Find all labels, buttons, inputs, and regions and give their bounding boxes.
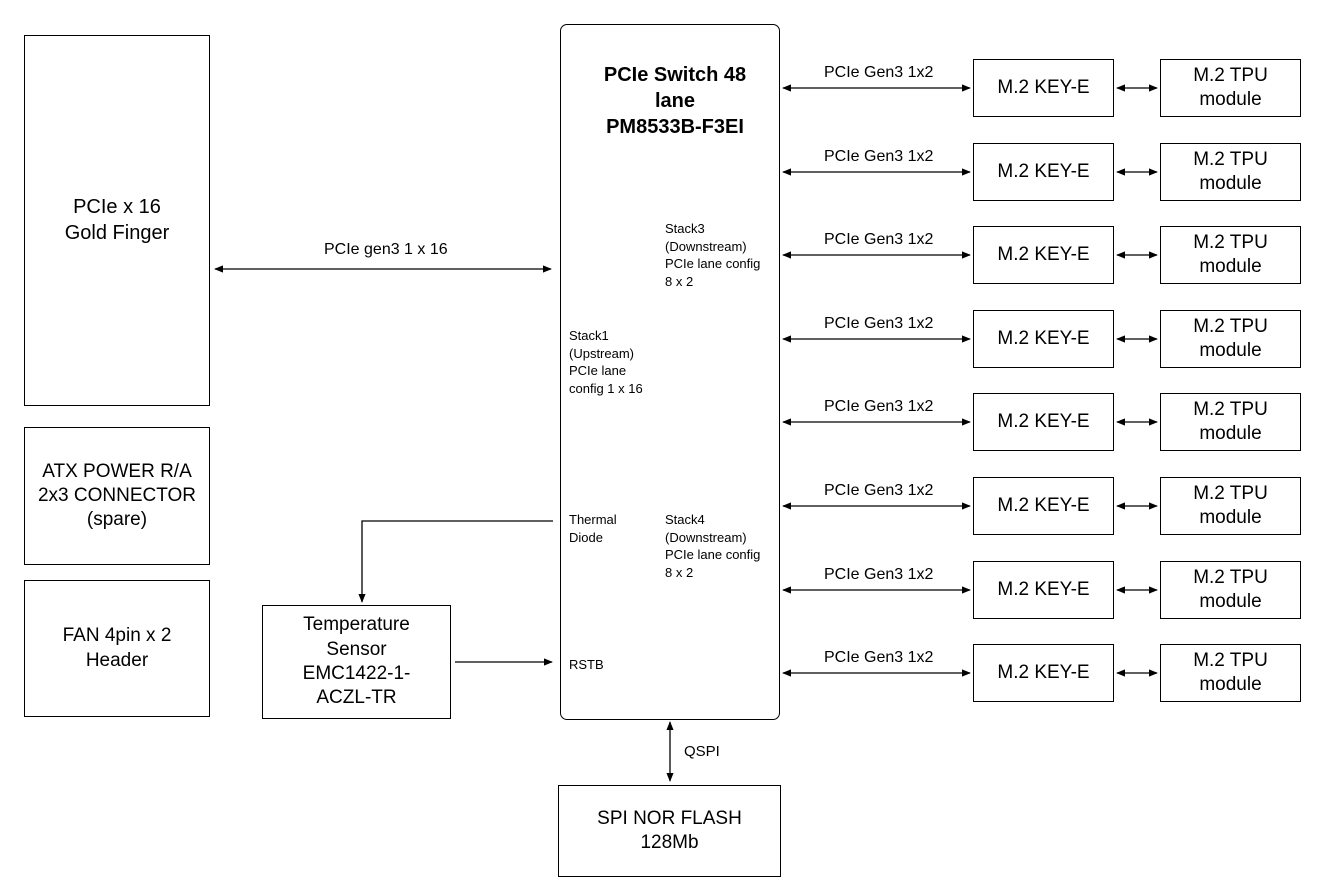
temperature-sensor-label: Temperature Sensor EMC1422-1- ACZL-TR	[302, 614, 411, 709]
m2-key-e-label: M.2 KEY-E	[997, 161, 1090, 182]
m2-key-e-slot: M.2 KEY-E	[973, 59, 1114, 117]
m2-key-e-label: M.2 KEY-E	[997, 495, 1090, 516]
thermal-diode-label: Thermal Diode	[569, 512, 617, 545]
m2-key-e-label: M.2 KEY-E	[997, 328, 1090, 349]
downstream-link-label: PCIe Gen3 1x2	[824, 566, 934, 583]
m2-key-e-label: M.2 KEY-E	[997, 77, 1090, 98]
stack4-label: Stack4 (Downstream) PCIe lane config 8 x…	[665, 512, 761, 580]
downstream-link-label: PCIe Gen3 1x2	[824, 398, 934, 415]
tpu-module-label: M.2 TPU module	[1193, 482, 1268, 528]
downstream-link-label: PCIe Gen3 1x2	[824, 64, 934, 81]
m2-key-e-slot: M.2 KEY-E	[973, 143, 1114, 201]
tpu-module-label: M.2 TPU module	[1193, 148, 1268, 194]
gold-finger-block: PCIe x 16 Gold Finger	[24, 35, 210, 406]
downstream-link-label: PCIe Gen3 1x2	[824, 482, 934, 499]
tpu-module-block: M.2 TPU module	[1160, 644, 1301, 702]
downstream-link-label: PCIe Gen3 1x2	[824, 315, 934, 332]
tpu-module-block: M.2 TPU module	[1160, 310, 1301, 368]
tpu-module-label: M.2 TPU module	[1193, 64, 1268, 110]
host-link-label: PCIe gen3 1 x 16	[324, 241, 448, 258]
m2-key-e-slot: M.2 KEY-E	[973, 561, 1114, 619]
temperature-sensor-block: Temperature Sensor EMC1422-1- ACZL-TR	[262, 605, 451, 719]
downstream-link-label: PCIe Gen3 1x2	[824, 148, 934, 165]
tpu-module-label: M.2 TPU module	[1193, 649, 1268, 695]
m2-key-e-slot: M.2 KEY-E	[973, 644, 1114, 702]
tpu-module-block: M.2 TPU module	[1160, 143, 1301, 201]
tpu-module-label: M.2 TPU module	[1193, 231, 1268, 277]
downstream-link-label: PCIe Gen3 1x2	[824, 649, 934, 666]
stack3-label: Stack3 (Downstream) PCIe lane config 8 x…	[665, 221, 761, 289]
m2-key-e-slot: M.2 KEY-E	[973, 310, 1114, 368]
atx-power-label: ATX POWER R/A 2x3 CONNECTOR (spare)	[37, 460, 196, 531]
downstream-link-label: PCIe Gen3 1x2	[824, 231, 934, 248]
m2-key-e-slot: M.2 KEY-E	[973, 226, 1114, 284]
thermal-diode-wire	[358, 520, 553, 603]
tpu-module-block: M.2 TPU module	[1160, 393, 1301, 451]
fan-header-label: FAN 4pin x 2 Header	[62, 625, 172, 671]
tpu-module-block: M.2 TPU module	[1160, 477, 1301, 535]
spi-flash-label: SPI NOR FLASH 128Mb	[597, 807, 742, 853]
tpu-module-block: M.2 TPU module	[1160, 59, 1301, 117]
tpu-module-label: M.2 TPU module	[1193, 566, 1268, 612]
tpu-module-label: M.2 TPU module	[1193, 315, 1268, 361]
tpu-module-block: M.2 TPU module	[1160, 561, 1301, 619]
m2-key-e-label: M.2 KEY-E	[997, 411, 1090, 432]
m2-key-e-label: M.2 KEY-E	[997, 579, 1090, 600]
gold-finger-label: PCIe x 16 Gold Finger	[64, 195, 170, 244]
m2-key-e-label: M.2 KEY-E	[997, 244, 1090, 265]
qspi-label: QSPI	[684, 743, 720, 760]
tpu-module-block: M.2 TPU module	[1160, 226, 1301, 284]
stack1-label: Stack1 (Upstream) PCIe lane config 1 x 1…	[569, 328, 643, 396]
fan-header-block: FAN 4pin x 2 Header	[24, 580, 210, 717]
rstb-label: RSTB	[569, 657, 604, 672]
pcie-switch-title: PCIe Switch 48 lane PM8533B-F3EI	[603, 64, 747, 138]
pcie-switch-block	[560, 24, 780, 720]
m2-key-e-slot: M.2 KEY-E	[973, 477, 1114, 535]
tpu-module-label: M.2 TPU module	[1193, 398, 1268, 444]
spi-flash-block: SPI NOR FLASH 128Mb	[558, 785, 781, 877]
atx-power-block: ATX POWER R/A 2x3 CONNECTOR (spare)	[24, 427, 210, 565]
m2-key-e-label: M.2 KEY-E	[997, 662, 1090, 683]
m2-key-e-slot: M.2 KEY-E	[973, 393, 1114, 451]
